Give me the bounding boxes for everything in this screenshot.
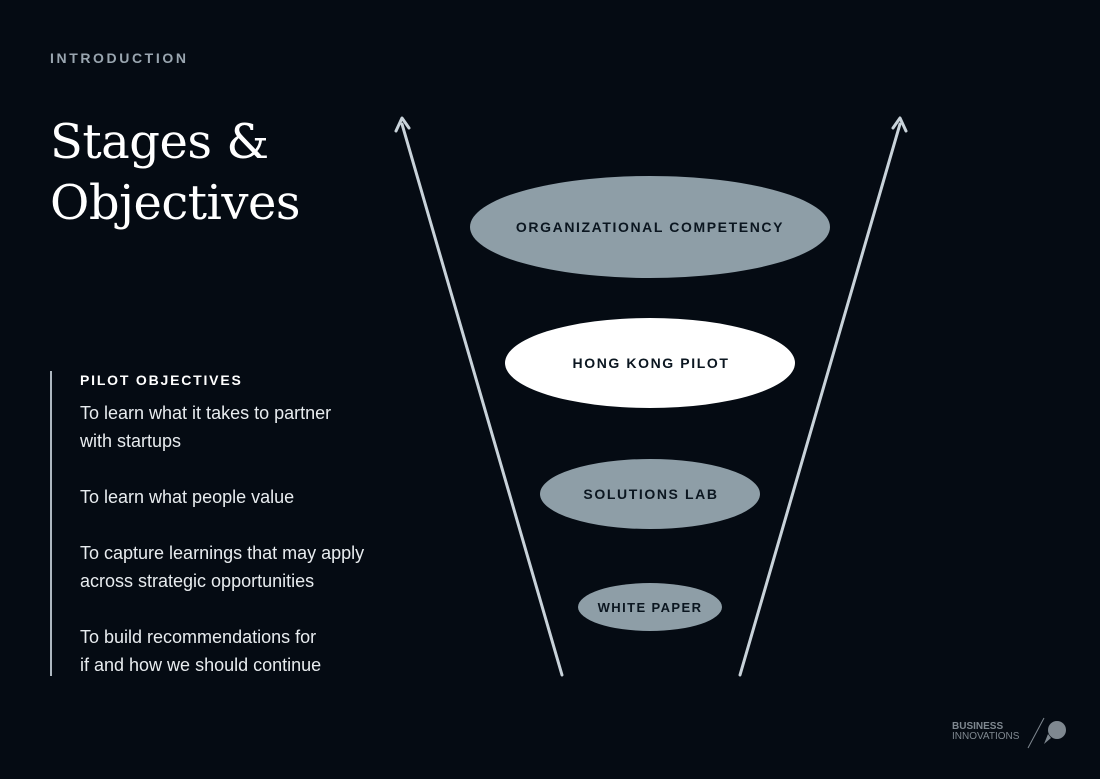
objective-item: To build recommendations for if and how … [80, 627, 322, 675]
funnel-arrows [394, 116, 908, 677]
logo-pin-tail [1044, 734, 1051, 744]
pilot-objectives-panel: PILOT OBJECTIVES To learn what it takes … [50, 371, 390, 676]
right-arrow-head-icon [891, 116, 908, 133]
section-label: INTRODUCTION [50, 50, 189, 66]
stage-organizational-competency: ORGANIZATIONAL COMPETENCY [470, 176, 830, 278]
stage-solutions-lab: SOLUTIONS LAB [540, 459, 760, 529]
objective-item: To capture learnings that may apply acro… [80, 543, 365, 591]
page-title: Stages & Objectives [50, 112, 301, 234]
stage-ellipse [470, 176, 830, 278]
pilot-objectives-list: To learn what it takes to partner with s… [80, 399, 390, 679]
logo-wordmark: BUSINESS INNOVATIONS [952, 722, 1019, 742]
objective-item: To learn what it takes to partner with s… [80, 403, 332, 451]
logo-line-2: INNOVATIONS [952, 731, 1020, 742]
pilot-objectives-heading: PILOT OBJECTIVES [80, 372, 243, 388]
logo-divider [1027, 717, 1045, 749]
stage-ellipse [540, 459, 760, 529]
stage-label: HONG KONG PILOT [573, 355, 730, 371]
pin-logo-icon [1027, 717, 1066, 749]
stage-label: ORGANIZATIONAL COMPETENCY [516, 219, 784, 235]
stage-label: WHITE PAPER [598, 600, 703, 615]
logo-line-1: BUSINESS [952, 721, 1004, 732]
stage-label: SOLUTIONS LAB [583, 486, 718, 502]
stage-white-paper: WHITE PAPER [578, 583, 722, 631]
logo-pin-head [1048, 721, 1066, 739]
right-arrow-shaft [738, 122, 902, 677]
stage-ellipse [505, 318, 795, 408]
left-arrow-shaft [400, 122, 564, 677]
page-title-line-2: Objectives [50, 175, 301, 231]
objective-item: To learn what people value [80, 487, 295, 507]
stage-hong-kong-pilot: HONG KONG PILOT [505, 318, 795, 408]
left-arrow-head-icon [394, 116, 411, 133]
business-innovations-logo: BUSINESS INNOVATIONS [952, 716, 1072, 752]
stage-ellipse [578, 583, 722, 631]
page-title-line-1: Stages & [50, 114, 269, 170]
